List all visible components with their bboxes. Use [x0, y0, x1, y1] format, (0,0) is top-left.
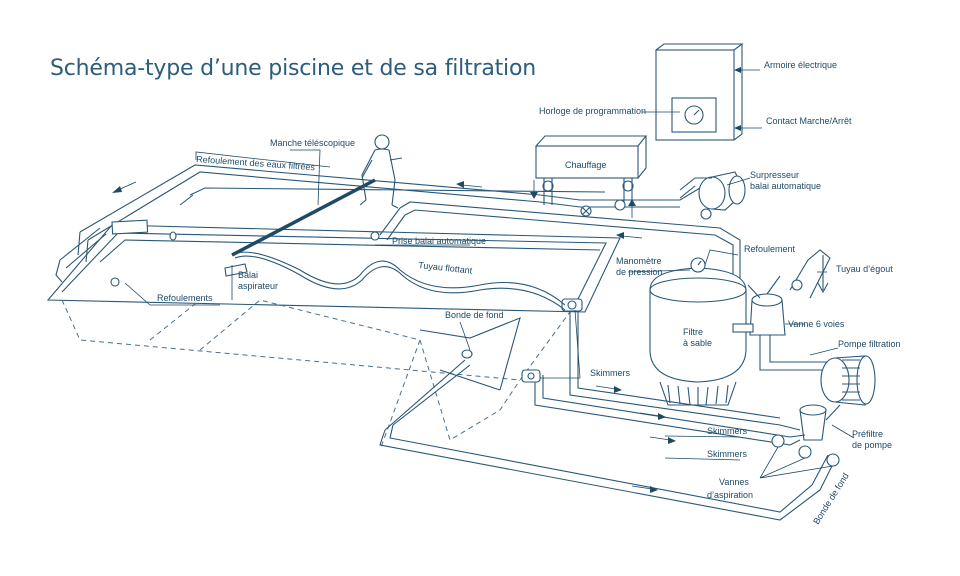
- label-manometre-2: de pression: [616, 267, 663, 277]
- suction-pipes: [379, 312, 840, 521]
- label-vanne6: Vanne 6 voies: [788, 319, 845, 329]
- label-chauffage: Chauffage: [565, 160, 606, 170]
- label-refoulement-right: Refoulement: [744, 244, 796, 254]
- vacuum-head: [224, 263, 248, 277]
- return-pipe-top: [55, 164, 701, 283]
- label-contact: Contact Marche/Arrêt: [766, 116, 852, 126]
- heater: Chauffage: [535, 135, 648, 217]
- person-figure: [359, 134, 403, 209]
- label-balai-1: Balai: [238, 270, 258, 280]
- diagram-title: Schéma-type d’une piscine et de sa filtr…: [50, 56, 536, 81]
- label-skimmers-2: Skimmers: [707, 449, 747, 459]
- return-pipe-right: [379, 201, 741, 280]
- main-drain: [461, 349, 473, 359]
- label-filtre-2: à sable: [683, 338, 712, 348]
- label-skimmers-center: Skimmers: [590, 368, 630, 378]
- leader-lines: [124, 67, 855, 479]
- label-bonde-de-fond: Bonde de fond: [445, 310, 504, 320]
- label-manometre-1: Manomètre: [616, 256, 662, 266]
- label-bonde-fond-pipe: Bonde de fond: [811, 471, 851, 526]
- cleaner-socket: [370, 231, 380, 241]
- label-refoulement-eaux: Refoulement des eaux filtrées: [196, 154, 316, 172]
- label-balai-2: aspirateur: [238, 281, 278, 291]
- sand-filter: Filtre à sable: [649, 257, 747, 406]
- label-surpresseur-1: Surpresseur: [750, 170, 799, 180]
- label-tuyau-egout: Tuyau d’égout: [836, 264, 893, 274]
- label-prise-balai: Prise balai automatique: [392, 236, 486, 246]
- label-manche: Manche téléscopique: [270, 138, 355, 148]
- drain-pipe: [789, 249, 831, 299]
- label-vannes-2: d’aspiration: [707, 490, 753, 500]
- label-refoulements: Refoulements: [157, 293, 213, 303]
- booster-pump: [679, 171, 746, 220]
- label-tuyau-flottant: Tuyau flottant: [418, 260, 473, 276]
- label-prefiltre-1: Préfiltre: [852, 429, 883, 439]
- six-way-valve: [732, 275, 840, 371]
- pool-basin: [46, 187, 621, 451]
- label-filtre-1: Filtre: [683, 327, 703, 337]
- filtration-pump: [820, 355, 876, 406]
- label-prefiltre-2: de pompe: [852, 440, 892, 450]
- label-skimmers-1: Skimmers: [707, 426, 747, 436]
- skimmers: [521, 298, 583, 383]
- telescopic-pole: [231, 178, 376, 257]
- label-horloge: Horloge de programmation: [539, 106, 646, 116]
- return-inlet-left: [110, 277, 120, 287]
- label-pompe: Pompe filtration: [838, 339, 901, 349]
- label-armoire: Armoire électrique: [764, 60, 837, 70]
- label-vannes-1: Vannes: [719, 477, 749, 487]
- pump-prefilter: [799, 404, 841, 441]
- floating-hose: [231, 251, 566, 311]
- flow-arrows: [112, 180, 676, 493]
- label-surpresseur-2: balai automatique: [750, 181, 821, 191]
- electrical-cabinet: [655, 43, 744, 141]
- return-inlet-wall: [169, 231, 177, 241]
